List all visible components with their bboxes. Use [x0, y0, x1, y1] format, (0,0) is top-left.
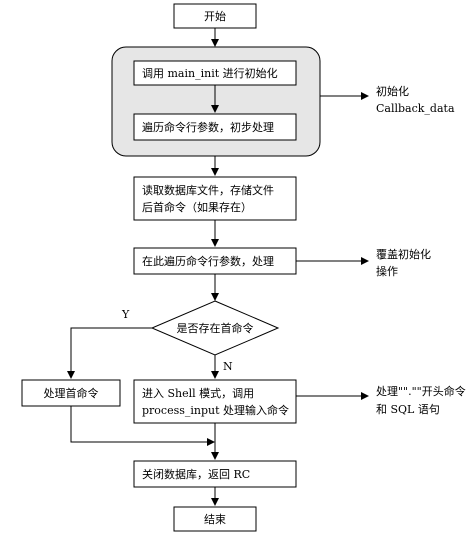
traverse-first-text: 遍历命令行参数，初步处理	[142, 120, 274, 134]
end-node	[173, 506, 257, 532]
label-no: N	[223, 360, 233, 373]
shell-mode-node	[133, 379, 297, 424]
start-text: 开始	[204, 9, 226, 23]
traverse-first-node	[133, 113, 297, 141]
traverse-again-text: 在此遍历命令行参数，处理	[142, 254, 274, 268]
end-text: 结束	[204, 513, 226, 526]
handle-first-node	[21, 379, 121, 407]
note-process-line2: 和 SQL 语句	[376, 403, 440, 416]
close-db-text: 关闭数据库，返回 RC	[142, 467, 250, 481]
connector-decision-yes	[67, 327, 152, 379]
shell-mode-text-line1: 进入 Shell 模式，调用	[142, 387, 254, 400]
read-db-node	[133, 176, 297, 221]
read-db-text-line2: 后首命令（如果存在）	[142, 200, 252, 214]
decision-text: 是否存在首命令	[177, 321, 254, 335]
init-call-text: 调用 main_init 进行初始化	[142, 66, 278, 80]
close-db-node	[133, 460, 297, 488]
shell-mode-text-line2: process_input 处理输入命令	[142, 403, 289, 417]
note-init-line2: Callback_data	[376, 102, 455, 115]
handle-first-text: 处理首命令	[44, 386, 99, 400]
note-init-line1: 初始化	[376, 84, 409, 98]
label-yes: Y	[121, 308, 130, 321]
note-override-line1: 覆盖初始化	[376, 247, 431, 261]
start-node	[173, 3, 257, 29]
note-process-line1: 处理"".""开头命令	[376, 384, 466, 398]
read-db-text-line1: 读取数据库文件，存储文件	[142, 183, 274, 197]
connector-handle-merge	[70, 406, 215, 446]
note-override-line2: 操作	[376, 264, 398, 278]
